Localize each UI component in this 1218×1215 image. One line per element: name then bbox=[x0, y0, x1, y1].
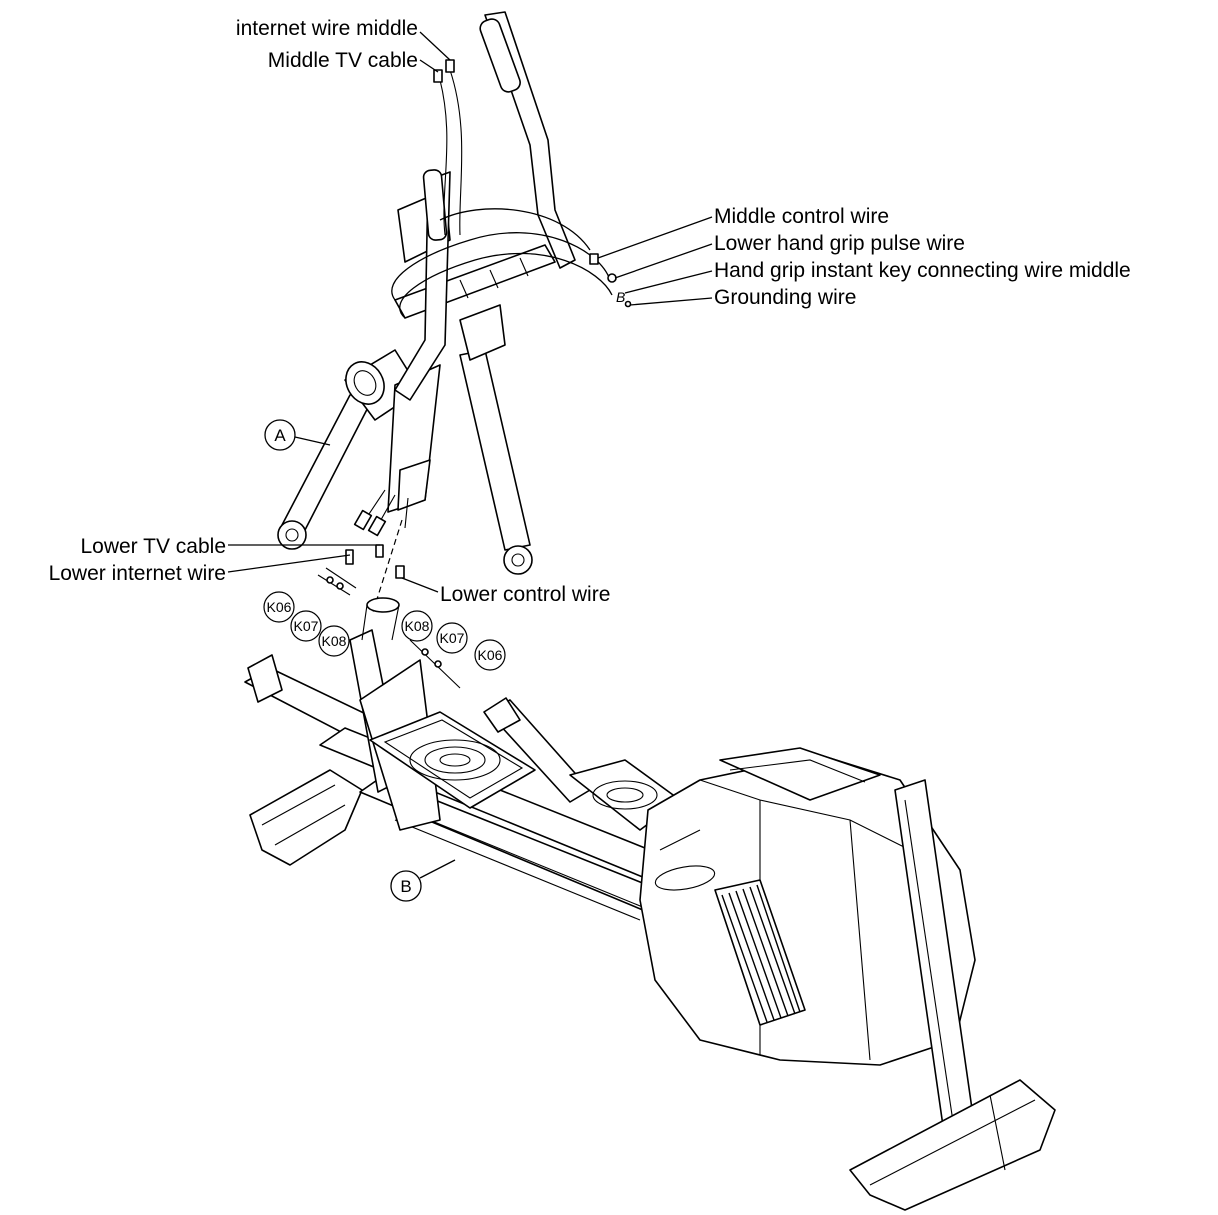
svg-text:K08: K08 bbox=[405, 618, 430, 634]
callout-k06-left: K06 bbox=[263, 591, 295, 623]
callout-k06-right: K06 bbox=[474, 639, 506, 671]
mark-b: B bbox=[616, 289, 625, 305]
label-middle-tv-cable: Middle TV cable bbox=[268, 49, 418, 72]
svg-text:K06: K06 bbox=[267, 599, 292, 615]
svg-text:K07: K07 bbox=[440, 630, 465, 646]
svg-text:K06: K06 bbox=[478, 647, 503, 663]
left-pedal bbox=[369, 711, 536, 809]
callout-a: A bbox=[264, 419, 296, 451]
svg-text:K08: K08 bbox=[322, 633, 347, 649]
callout-k08-left: K08 bbox=[318, 625, 350, 657]
label-internet-wire-middle: internet wire middle bbox=[236, 17, 418, 40]
base-frame bbox=[244, 629, 681, 921]
upper-assembly bbox=[277, 11, 632, 575]
label-middle-control-wire: Middle control wire bbox=[714, 205, 889, 228]
flywheel-housing bbox=[639, 747, 1056, 1211]
label-lower-hand-grip-pulse-wire: Lower hand grip pulse wire bbox=[714, 232, 965, 255]
svg-text:A: A bbox=[274, 426, 286, 445]
svg-text:K07: K07 bbox=[294, 618, 319, 634]
callout-k07-right: K07 bbox=[436, 622, 468, 654]
label-hand-grip-instant-key-wire: Hand grip instant key connecting wire mi… bbox=[714, 259, 1131, 282]
callout-leaders bbox=[227, 31, 713, 879]
label-grounding-wire: Grounding wire bbox=[714, 286, 856, 309]
callout-k07-left: K07 bbox=[290, 610, 322, 642]
svg-text:B: B bbox=[400, 877, 411, 896]
vent-grille bbox=[714, 879, 806, 1026]
label-lower-internet-wire: Lower internet wire bbox=[49, 562, 226, 585]
callout-k08-right: K08 bbox=[401, 610, 433, 642]
callout-b: B bbox=[390, 870, 422, 902]
label-lower-tv-cable: Lower TV cable bbox=[80, 535, 226, 558]
lower-post-fasteners bbox=[317, 544, 461, 689]
label-lower-control-wire: Lower control wire bbox=[440, 583, 610, 606]
